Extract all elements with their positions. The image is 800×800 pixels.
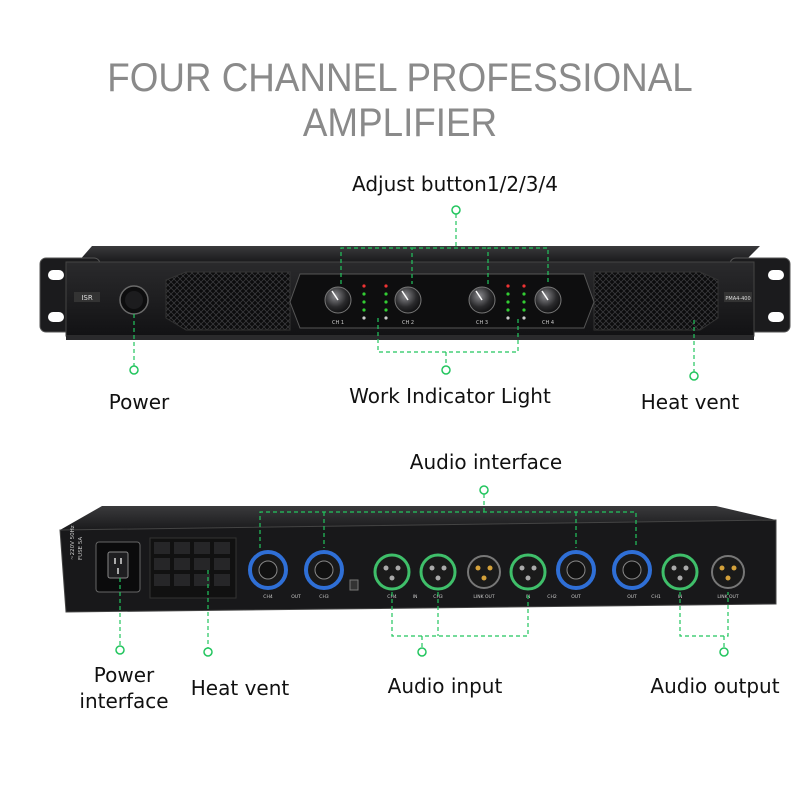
knob-ch4 <box>534 286 562 314</box>
model-badge <box>724 292 752 302</box>
xlr-input-ch4 <box>373 553 411 591</box>
work-indicator-callout: Work Indicator Light <box>349 384 551 408</box>
control-panel <box>289 273 595 329</box>
power-interface-callout: Power interface <box>72 662 176 714</box>
jack-label: CH3 <box>319 594 329 600</box>
adjust-button-callout: Adjust button1/2/3/4 <box>352 172 558 196</box>
knob-pointer <box>331 290 339 301</box>
jack-label: IN <box>413 594 418 600</box>
jack-label: OUT <box>291 594 301 600</box>
mode-switch <box>349 579 359 591</box>
knob-ch1 <box>324 286 352 314</box>
brand-badge <box>74 292 100 302</box>
rear-amplifier: ~220V 50Hz FUSE 5A <box>59 506 777 613</box>
rear-heat-vent-callout: Heat vent <box>190 676 290 700</box>
model-text: PMA4-400 <box>725 296 750 302</box>
rack-hole <box>768 270 784 280</box>
speakon-ch3 <box>304 550 344 590</box>
knob-ch2 <box>394 286 422 314</box>
front-bottom-lip <box>66 336 754 340</box>
jack-label: CH3 <box>433 594 443 600</box>
indicator-leds-left <box>362 284 388 320</box>
indicator-leds-right <box>506 284 526 320</box>
power-socket-inner <box>107 551 129 579</box>
heat-vent-right <box>593 271 719 331</box>
audio-input-callout: Audio input <box>387 674 503 698</box>
xlr-input-ch3 <box>419 553 457 591</box>
speakon-ch1 <box>612 550 652 590</box>
front-callout-dots <box>129 205 699 381</box>
xlr-input-ch1 <box>661 553 699 591</box>
speakon-ch2 <box>556 550 596 590</box>
xlr-linkout-1 <box>467 555 501 589</box>
power-interface-line2: interface <box>79 689 169 713</box>
power-interface-line1: Power <box>93 663 155 687</box>
channel-label-2: CH 2 <box>402 320 414 326</box>
audio-output-callout: Audio output <box>650 674 780 698</box>
rear-heat-vent <box>149 537 237 599</box>
channel-label-1: CH 1 <box>332 320 344 326</box>
rack-hole <box>48 270 64 280</box>
jack-label: CH2 <box>547 594 557 600</box>
front-lid <box>78 246 760 262</box>
jack-label: OUT <box>571 594 581 600</box>
rack-hole <box>768 312 784 322</box>
jack-label: LINK OUT <box>717 594 738 600</box>
rack-hole <box>48 312 64 322</box>
heat-vent-left <box>165 271 291 331</box>
knob-pointer <box>475 290 483 301</box>
jack-label: LINK OUT <box>473 594 494 600</box>
fuse-rating: FUSE 5A <box>78 537 84 560</box>
jack-label: CH1 <box>651 594 661 600</box>
front-heat-vent-callout: Heat vent <box>640 390 740 414</box>
page-title: FOUR CHANNEL PROFESSIONAL AMPLIFIER <box>107 56 693 145</box>
front-callout-lines <box>133 214 695 372</box>
channel-label-3: CH 3 <box>476 320 488 326</box>
knob-pointer <box>541 290 549 301</box>
audio-interface-callout: Audio interface <box>409 450 563 474</box>
knob-pointer <box>401 290 409 301</box>
xlr-linkout-2 <box>711 555 745 589</box>
xlr-input-ch2 <box>509 553 547 591</box>
rear-callout-lines <box>119 494 729 648</box>
jack-label: CH4 <box>263 594 273 600</box>
rear-callout-dots <box>115 485 729 657</box>
jack-label: OUT <box>627 594 637 600</box>
rear-face <box>59 519 777 613</box>
front-amplifier: ISR PMA4-400 <box>39 246 791 340</box>
brand-text: ISR <box>81 294 93 302</box>
power-button-cap <box>125 291 143 309</box>
jack-label: IN <box>678 594 683 600</box>
knob-ch3 <box>468 286 496 314</box>
jack-label: CH4 <box>387 594 397 600</box>
power-rating: ~220V 50Hz <box>70 525 76 560</box>
channel-label-4: CH 4 <box>542 320 554 326</box>
power-callout: Power <box>108 390 170 414</box>
speakon-ch4 <box>248 550 288 590</box>
